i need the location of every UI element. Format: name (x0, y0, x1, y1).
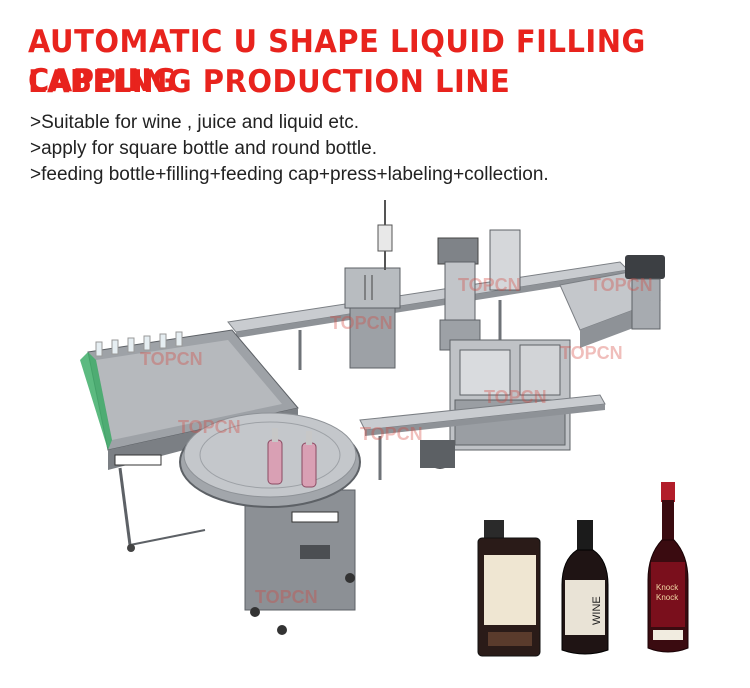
labeling-machine (420, 339, 571, 469)
empty-bottles (95, 331, 183, 357)
feature-list: >Suitable for wine , juice and liquid et… (30, 110, 730, 188)
watermark-text: TOPCN (140, 349, 203, 369)
feeding-table (80, 329, 299, 552)
watermark-text: TOPCN (560, 343, 623, 363)
watermark-text: TOPCN (330, 313, 393, 333)
bottle-label-line2: Knock (656, 593, 679, 602)
watermark-text: TOPCN (484, 387, 547, 407)
watermark-text: TOPCN (360, 424, 423, 444)
bottle-label-wine: WINE (591, 596, 603, 625)
front-conveyor (359, 394, 606, 480)
watermark-text: TOPCN (590, 275, 653, 295)
filling-machine (344, 200, 401, 369)
square-bottle (477, 520, 541, 657)
rotary-turntable (179, 412, 361, 635)
back-conveyor (227, 261, 630, 370)
watermark-text: TOPCN (458, 275, 521, 295)
feature-item-bottle-shape: >apply for square bottle and round bottl… (30, 138, 377, 159)
page-title-line-1: AUTOMATIC U SHAPE LIQUID FILLING CAPPING (28, 23, 646, 99)
watermark-text: TOPCN (255, 587, 318, 607)
sample-bottles: WINE Knock Knock (477, 482, 689, 657)
watermarks: TOPCN TOPCN TOPCN TOPCN TOPCN TOPCN TOPC… (140, 275, 653, 607)
production-line-illustration: TOPCN TOPCN TOPCN TOPCN TOPCN TOPCN TOPC… (80, 200, 689, 657)
red-wine-bottle: Knock Knock (647, 482, 689, 653)
round-wine-bottle: WINE (561, 520, 609, 655)
turntable-bottles (267, 428, 317, 488)
feature-item-suitable: >Suitable for wine , juice and liquid et… (30, 112, 360, 133)
watermark-text: TOPCN (178, 417, 241, 437)
bottle-label-line1: Knock (656, 583, 679, 592)
page-title-line-2: LABELING PRODUCTION LINE (28, 63, 511, 100)
feature-item-process: >feeding bottle+filling+feeding cap+pres… (30, 164, 549, 185)
coding-machine (625, 255, 665, 330)
